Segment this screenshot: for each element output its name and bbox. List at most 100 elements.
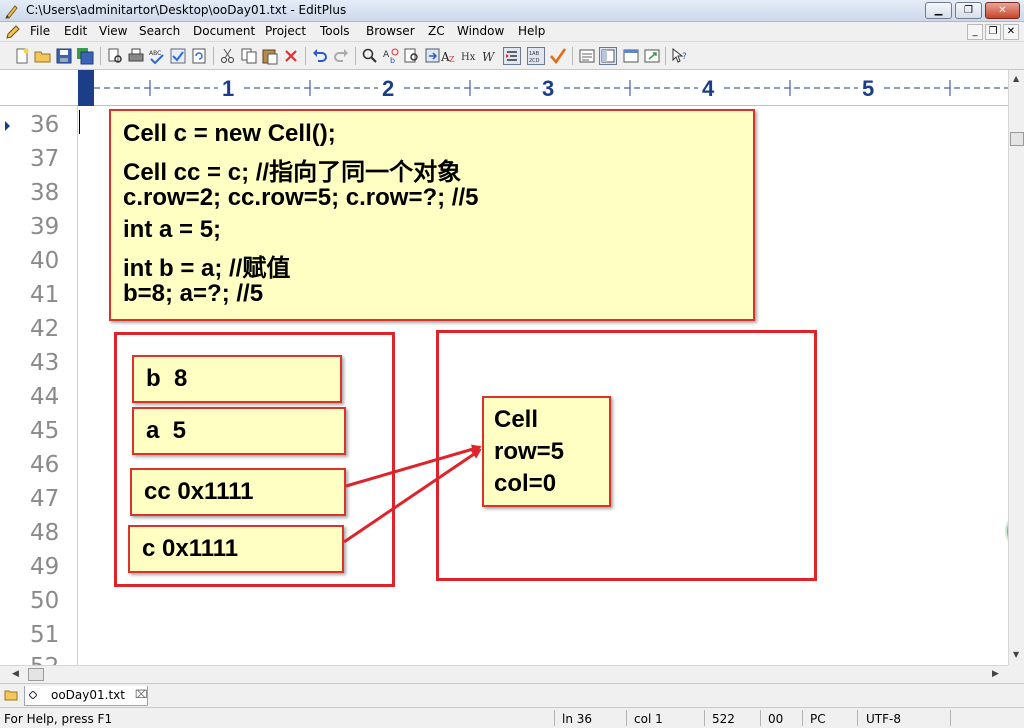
line-number: 36 — [30, 112, 60, 138]
horizontal-scrollbar[interactable]: ◀ ▶ — [0, 665, 1008, 683]
copy-icon[interactable] — [240, 47, 258, 65]
help-icon[interactable]: ? — [671, 47, 689, 65]
folder-icon[interactable] — [4, 688, 18, 702]
menu-help[interactable]: Help — [518, 24, 546, 38]
toolbar-separator — [305, 47, 306, 65]
menu-document[interactable]: Document — [193, 24, 256, 38]
tab-close-icon[interactable]: ⌧ — [135, 688, 148, 701]
line-number: 39 — [30, 214, 60, 240]
svg-text:W: W — [482, 50, 496, 64]
save-icon[interactable] — [55, 47, 73, 65]
scroll-down-arrow-icon[interactable]: ▼ — [1013, 650, 1020, 659]
status-separator — [950, 710, 951, 726]
check-icon[interactable] — [169, 47, 187, 65]
stack-var-a: a 5 — [132, 407, 346, 455]
menu-zc[interactable]: ZC — [428, 24, 445, 38]
current-line-marker — [5, 121, 10, 131]
line-number: 46 — [30, 452, 60, 478]
goto-icon[interactable] — [424, 47, 442, 65]
replace-icon[interactable]: Ab — [382, 47, 400, 65]
screen-icon[interactable] — [578, 47, 596, 65]
browser-icon[interactable] — [622, 47, 640, 65]
spellcheck-icon[interactable]: ABC — [148, 47, 166, 65]
menu-edit[interactable]: Edit — [64, 24, 88, 38]
status-separator — [554, 710, 555, 726]
line-number: 48 — [30, 520, 60, 546]
print-preview-icon[interactable] — [106, 47, 124, 65]
redo-icon[interactable] — [332, 47, 350, 65]
scroll-up-arrow-icon[interactable]: ▲ — [1013, 74, 1020, 83]
cell-object-class: Cell — [494, 406, 539, 433]
code-line: c.row=2; cc.row=5; c.row=?; //5 — [123, 184, 479, 211]
close-button[interactable]: ✕ — [985, 2, 1020, 19]
open-folder-icon[interactable] — [34, 47, 52, 65]
vertical-scroll-thumb[interactable] — [1010, 132, 1024, 146]
line-number: 40 — [30, 248, 60, 274]
ruler-ticks — [94, 80, 1008, 96]
status-encoding: UTF-8 — [866, 712, 901, 726]
scroll-left-arrow-icon[interactable]: ◀ — [12, 669, 19, 679]
ruler-label-1: 1 — [222, 76, 234, 101]
document-tab-bar: ooDay01.txt ⌧ — [0, 683, 1024, 707]
spell-check-icon[interactable] — [549, 47, 567, 65]
menu-window[interactable]: Window — [457, 24, 505, 38]
status-help-text: For Help, press F1 — [4, 712, 113, 726]
delete-icon[interactable] — [282, 47, 300, 65]
html-toolbar-icon[interactable] — [599, 47, 617, 65]
code-line: int a = 5; — [123, 216, 222, 243]
print-icon[interactable] — [127, 47, 145, 65]
refresh-icon[interactable] — [190, 47, 208, 65]
code-line: Cell c = new Cell(); — [123, 120, 336, 147]
toolbar-separator — [100, 47, 101, 65]
undo-icon[interactable] — [311, 47, 329, 65]
status-separator — [626, 710, 627, 726]
horizontal-scroll-thumb[interactable] — [28, 668, 44, 681]
minimize-button[interactable]: ▁ — [925, 2, 952, 19]
svg-text:Hx: Hx — [461, 52, 476, 63]
menu-view[interactable]: View — [99, 24, 128, 38]
menu-project[interactable]: Project — [265, 24, 307, 38]
svg-text:Z: Z — [449, 55, 455, 64]
scroll-right-arrow-icon[interactable]: ▶ — [992, 669, 999, 679]
cut-icon[interactable] — [219, 47, 237, 65]
status-column: col 1 — [634, 712, 663, 726]
line-number: 43 — [30, 350, 60, 376]
ruler-label-5: 5 — [862, 76, 874, 101]
doc-close-button[interactable]: ✕ — [1003, 24, 1019, 40]
editplus-app-icon[interactable] — [4, 3, 20, 19]
status-separator — [760, 710, 761, 726]
menu-browser[interactable]: Browser — [366, 24, 415, 38]
preview-icon[interactable] — [643, 47, 661, 65]
maximize-button[interactable]: ❐ — [955, 2, 982, 19]
word-wrap-icon[interactable]: W — [481, 47, 499, 65]
toolbar-separator — [355, 47, 356, 65]
code-annotation-box: Cell c = new Cell(); Cell cc = c; //指向了同… — [109, 109, 755, 321]
toolbar-separator — [213, 47, 214, 65]
menu-file[interactable]: File — [30, 24, 51, 38]
svg-text:b: b — [390, 56, 395, 65]
find-icon[interactable] — [361, 47, 379, 65]
ruler-label-4: 4 — [702, 76, 715, 101]
code-line: b=8; a=?; //5 — [123, 280, 264, 307]
pencil-icon[interactable] — [5, 24, 21, 40]
cell-object-field: row=5 — [494, 438, 565, 465]
find-in-files-icon[interactable] — [403, 47, 421, 65]
window-title: C:\Users\adminitartor\Desktop\ooDay01.tx… — [26, 3, 347, 17]
tab-oo-day01[interactable]: ooDay01.txt ⌧ — [24, 686, 148, 706]
indent-icon[interactable] — [503, 47, 521, 65]
cell-object-box: Cell row=5 col=0 — [482, 396, 611, 507]
new-file-icon[interactable] — [13, 47, 31, 65]
status-mode: 00 — [768, 712, 784, 726]
doc-restore-button[interactable]: ❐ — [985, 24, 1001, 40]
menu-search[interactable]: Search — [139, 24, 181, 38]
doc-minimize-button[interactable]: _ — [967, 24, 983, 40]
ruler-label-3: 3 — [542, 76, 554, 101]
vertical-scrollbar[interactable]: ▲ ▼ — [1008, 70, 1024, 665]
paste-icon[interactable] — [261, 47, 279, 65]
cell-object-field: col=0 — [494, 470, 557, 497]
hex-icon[interactable]: Hx — [460, 47, 478, 65]
save-all-icon[interactable] — [76, 47, 94, 65]
menu-tools[interactable]: Tools — [320, 24, 350, 38]
